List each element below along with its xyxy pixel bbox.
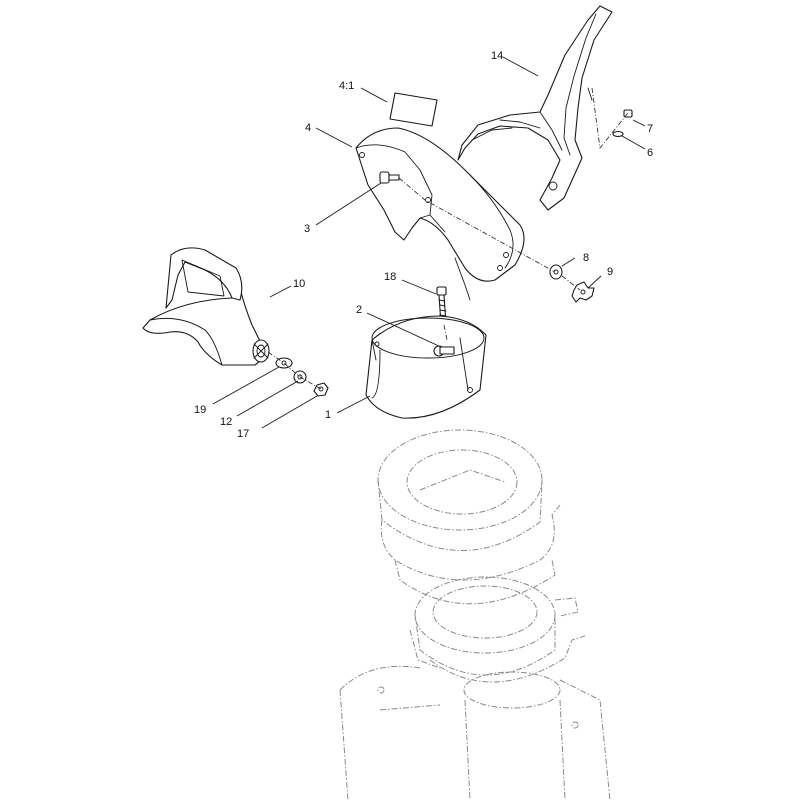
part-1-chute-ring [365,315,487,419]
part-4-deflector [355,127,525,301]
part-3-bolt [379,171,400,184]
callout-4: 4 [305,122,311,134]
callout-19: 19 [194,404,206,416]
callout-4-1: 4:1 [339,80,354,92]
part-6-washer [612,130,624,138]
callout-7: 7 [647,123,653,135]
leader-lines [212,56,646,429]
part-8-washer [549,264,563,280]
assembly-centerlines [267,87,629,390]
part-10-chute-grip [142,247,270,366]
callout-6: 6 [647,147,653,159]
part-4-1-decal [389,92,438,127]
callout-1: 1 [325,409,331,421]
callout-17: 17 [237,428,249,440]
part-2-carriage-bolt [433,345,455,357]
callout-8: 8 [583,252,589,264]
phantom-housing-assembly [339,429,611,800]
callout-10: 10 [293,278,305,290]
callout-3: 3 [304,223,310,235]
part-17-nut [313,382,329,397]
callout-18: 18 [384,271,396,283]
part-14-chute-handle [457,5,613,211]
callout-2: 2 [356,304,362,316]
callout-12: 12 [220,416,232,428]
callout-9: 9 [607,266,613,278]
callout-labels: 14 4:1 4 7 6 3 8 9 10 18 2 19 1 12 17 [194,50,653,440]
part-9-star-nut [571,281,595,303]
callout-14: 14 [491,50,503,62]
